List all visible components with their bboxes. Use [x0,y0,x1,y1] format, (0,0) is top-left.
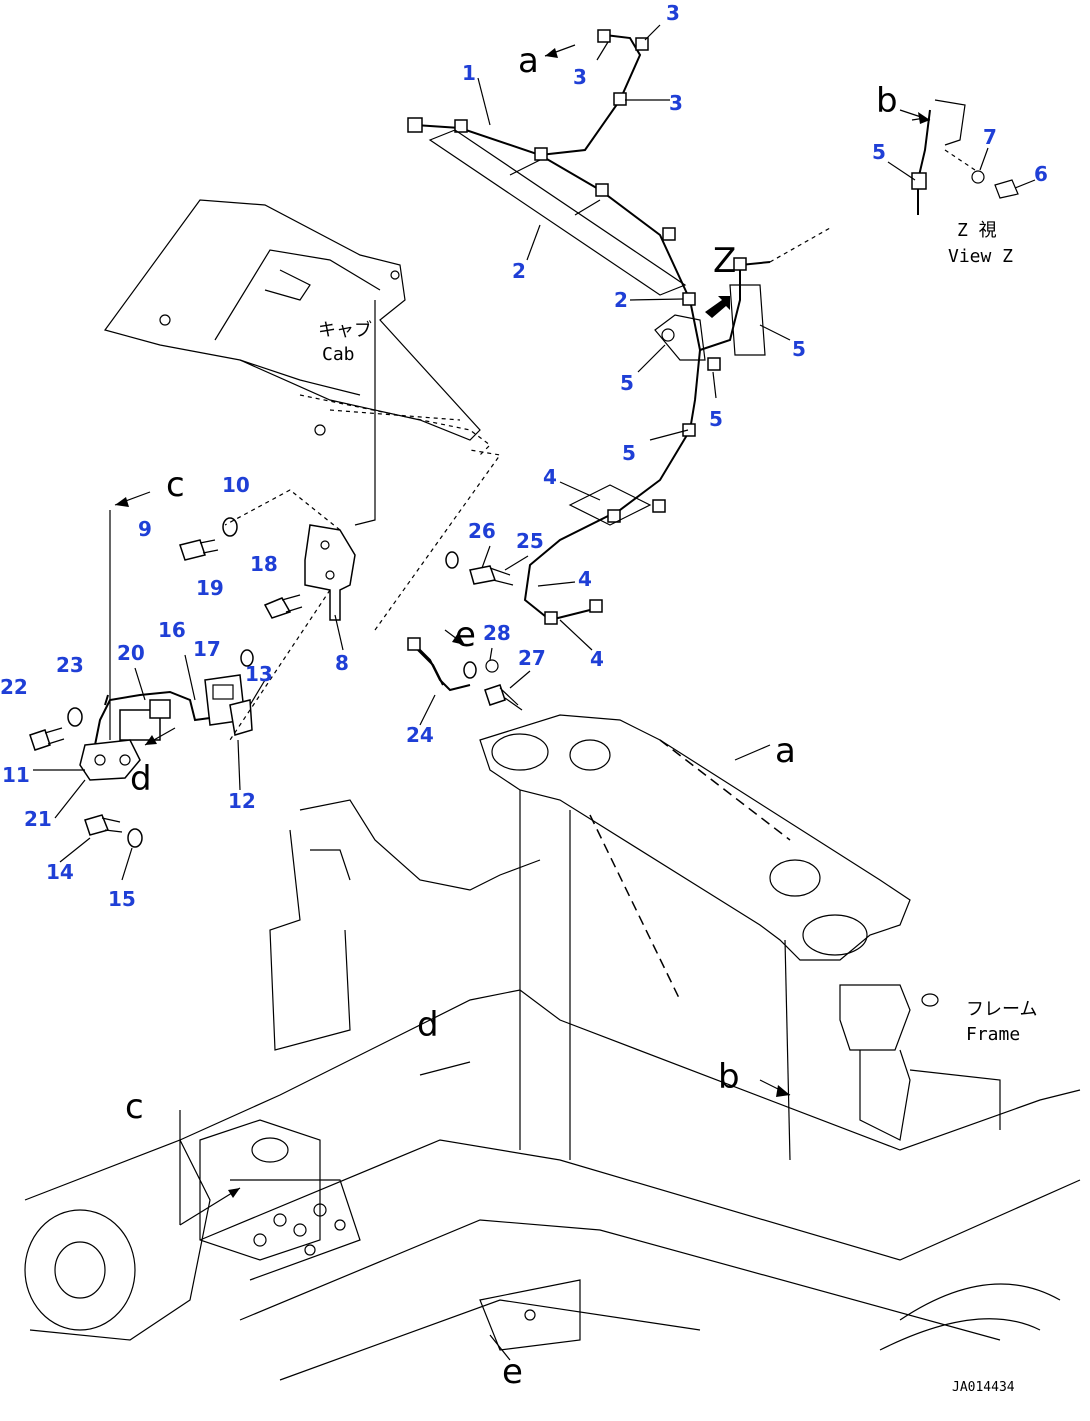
callout-21: 21 [24,807,52,831]
ref-c-bottom: c [125,1087,144,1127]
leader-lines [33,24,1036,881]
ref-a-right: a [775,731,796,771]
harness-4-5 [523,227,831,625]
ref-a-top: a [518,41,539,81]
ref-d-mid: d [417,1005,439,1045]
callout-5c: 5 [620,371,634,395]
callout-4a: 4 [543,465,557,489]
frame-label-jp: フレーム [966,999,1037,1020]
callout-6: 6 [1034,162,1048,186]
callout-10: 10 [222,473,250,497]
cab-label-en: Cab [322,344,355,365]
ref-c-top: c [166,465,185,505]
callout-27: 27 [518,646,546,670]
callout-24: 24 [406,723,434,747]
callout-20: 20 [117,641,145,665]
callout-5b: 5 [792,337,806,361]
ref-b-top: b [876,81,898,121]
callout-19: 19 [196,576,224,600]
callout-5a: 5 [872,140,886,164]
view-z-arrow-icon [705,296,730,318]
callout-1: 1 [462,61,476,85]
cab-outline [104,199,491,456]
cab-label-jp: キャブ [318,319,372,341]
ref-z-arrow: Z [713,241,736,281]
reference-arrows [114,44,931,1361]
callout-26: 26 [468,519,496,543]
harness-24 [374,449,523,711]
left-assembly [29,300,376,848]
ref-e-mid: e [455,615,476,655]
callout-12: 12 [228,789,256,813]
callout-23: 23 [56,653,84,677]
callout-4b: 4 [578,567,592,591]
harness-1 [407,29,701,351]
callout-16: 16 [158,618,186,642]
callout-4c: 4 [590,647,604,671]
frame-label-en: Frame [966,1024,1020,1045]
callout-25: 25 [516,529,544,553]
callout-5e: 5 [622,441,636,465]
callout-18: 18 [250,552,278,576]
callout-3c: 3 [669,91,683,115]
callout-15: 15 [108,887,136,911]
callout-13: 13 [245,662,273,686]
drawing-number: JA014434 [952,1380,1015,1395]
callout-28: 28 [483,621,511,645]
ref-e-bottom: e [502,1352,523,1392]
callout-2b: 2 [614,288,628,312]
callout-2a: 2 [512,259,526,283]
view-z-label-jp: Z 視 [957,220,997,241]
callout-11: 11 [2,763,30,787]
callout-14: 14 [46,860,74,884]
callout-5d: 5 [709,407,723,431]
machine-frame [24,714,1081,1381]
ref-b-bottom: b [718,1057,740,1097]
callout-9: 9 [138,517,152,541]
callout-3b: 3 [573,65,587,89]
callout-22: 22 [0,675,28,699]
view-z-detail [911,99,1019,215]
callout-17: 17 [193,637,221,661]
callout-7: 7 [983,125,997,149]
callout-8: 8 [335,651,349,675]
ref-d-left: d [130,759,152,799]
callout-3a: 3 [666,1,680,25]
view-z-label-en: View Z [948,246,1013,267]
